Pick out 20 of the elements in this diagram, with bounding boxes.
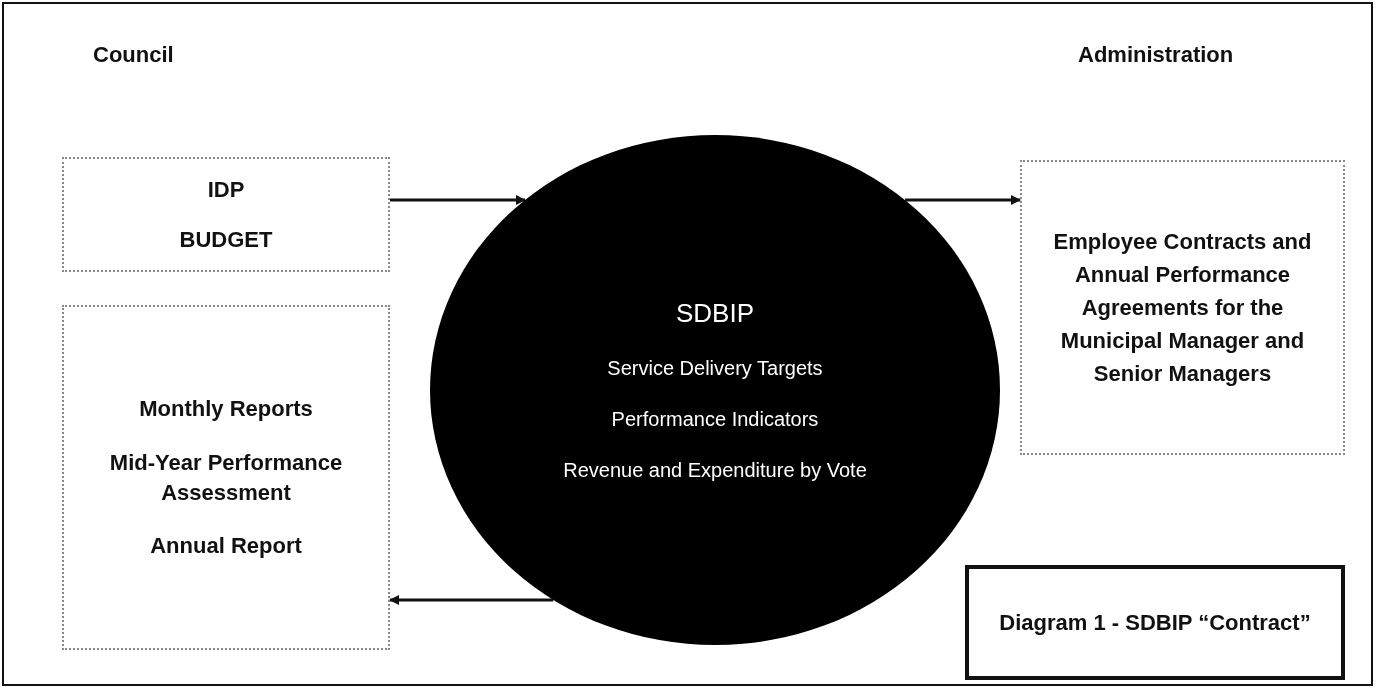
text-box xyxy=(62,305,390,650)
arrow xyxy=(390,195,526,205)
node-text: Revenue and Expenditure by Vote xyxy=(563,458,867,484)
node-text: Monthly Reports xyxy=(139,395,313,424)
node-text: Mid-Year Performance Assessment xyxy=(108,448,344,507)
node-text: Annual Report xyxy=(150,532,302,561)
text-box xyxy=(62,157,390,272)
node-text: Service Delivery Targets xyxy=(607,356,823,382)
arrow xyxy=(905,195,1021,205)
node-text: Performance Indicators xyxy=(611,407,819,433)
node-text: IDP xyxy=(207,175,245,204)
node-text: SDBIP xyxy=(676,296,754,330)
node-text: Employee Contracts and Annual Performance Agreements for the Municipal Manager and Senior Managers xyxy=(1052,228,1313,388)
heading-label: Administration xyxy=(1078,42,1234,68)
node-text: BUDGET xyxy=(179,225,273,254)
heading-label: Council xyxy=(93,42,174,68)
node-text: Diagram 1 - SDBIP “Contract” xyxy=(999,609,1311,637)
arrow xyxy=(389,595,554,605)
caption-box xyxy=(965,565,1345,680)
text-box xyxy=(1020,160,1345,455)
